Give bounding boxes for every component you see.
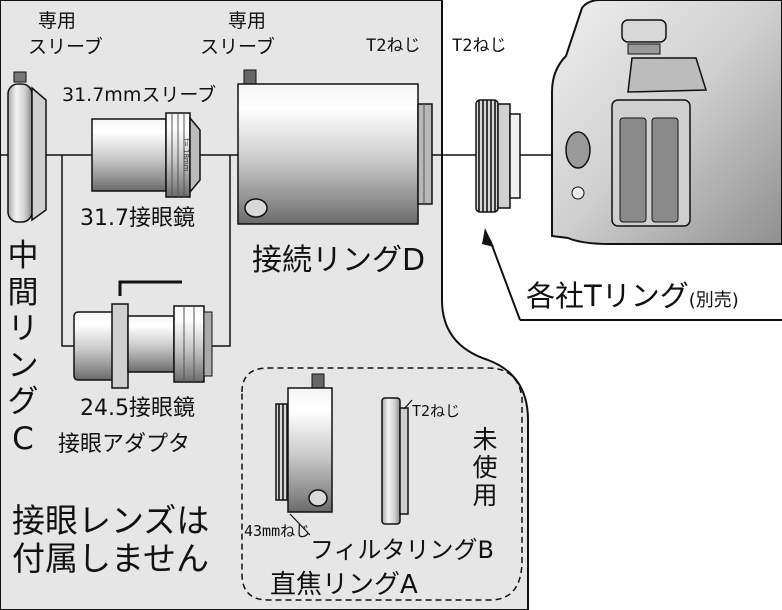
- focus-ring-a-part: [275, 373, 333, 513]
- lens-engraving: f= 18mm: [182, 138, 190, 171]
- t-ring-part: [475, 99, 521, 213]
- eyepiece-24-5-label: 24.5接眼鏡: [80, 396, 195, 421]
- camera-body: [551, 0, 782, 245]
- t2-thread-label-1: T2ねじ: [366, 36, 421, 56]
- eyepiece-note-line-2: 付属しません: [12, 539, 210, 578]
- sleeve-label-1-top: 専用: [38, 10, 77, 32]
- eyepiece-31-7-label: 31.7接眼鏡: [80, 206, 195, 231]
- 43mm-leader-line: [289, 513, 311, 536]
- middle-ring-c-char-2: 間: [7, 274, 39, 311]
- dashed-group-outline: [241, 367, 523, 601]
- filter-ring-b-label: フィルタリングB: [310, 536, 494, 564]
- t-ring-label: 各社Tリング(別売): [526, 282, 739, 311]
- t2-thread-label-3: T2ねじ: [412, 402, 461, 420]
- sleeve-label-2-bottom: スリーブ: [200, 36, 275, 58]
- focus-ring-a-label: 直焦リングA: [270, 570, 418, 600]
- t-ring-callout: [482, 228, 782, 321]
- t2-thread-label-2: T2ねじ: [452, 36, 507, 56]
- middle-ring-c-char-4: ン: [7, 347, 39, 384]
- middle-ring-c-char-6: C: [12, 420, 34, 457]
- connection-ring-d-label: 接続リングD: [252, 243, 426, 278]
- eyepiece-note-line-1: 接眼レンズは: [12, 501, 210, 540]
- connection-ring-d-part: [237, 69, 433, 225]
- sleeve-label-2-top: 専用: [228, 10, 267, 32]
- thread-43mm-label: 43mmねじ: [244, 522, 311, 540]
- t-ring-note-text: (別売): [688, 290, 739, 311]
- t-ring-main-text: 各社Tリング: [526, 279, 689, 313]
- middle-ring-c-char-3: リ: [7, 311, 39, 348]
- t2-leader-line: [403, 399, 413, 410]
- eyepiece-adapter-part: [73, 280, 213, 389]
- middle-ring-c-char-5: グ: [7, 384, 39, 421]
- sleeve-31-7mm-label: 31.7mmスリーブ: [62, 84, 217, 106]
- unused-label: 未 使 用: [470, 426, 500, 510]
- unused-char-2: 使: [472, 453, 498, 482]
- middle-ring-c-part: [7, 71, 47, 223]
- eyepiece-31-7-part: [91, 112, 201, 198]
- unused-char-3: 用: [472, 481, 498, 510]
- adapter-connector-lines: [61, 155, 231, 347]
- middle-ring-c-char-1: 中: [7, 238, 39, 274]
- middle-ring-c-label: 中 間 リ ン グ C: [6, 238, 40, 457]
- sleeve-label-1-bottom: スリーブ: [28, 36, 103, 58]
- unused-char-1: 未: [472, 425, 498, 454]
- eyepiece-adapter-label: 接眼アダプタ: [58, 432, 191, 457]
- filter-ring-b-part: [381, 397, 409, 525]
